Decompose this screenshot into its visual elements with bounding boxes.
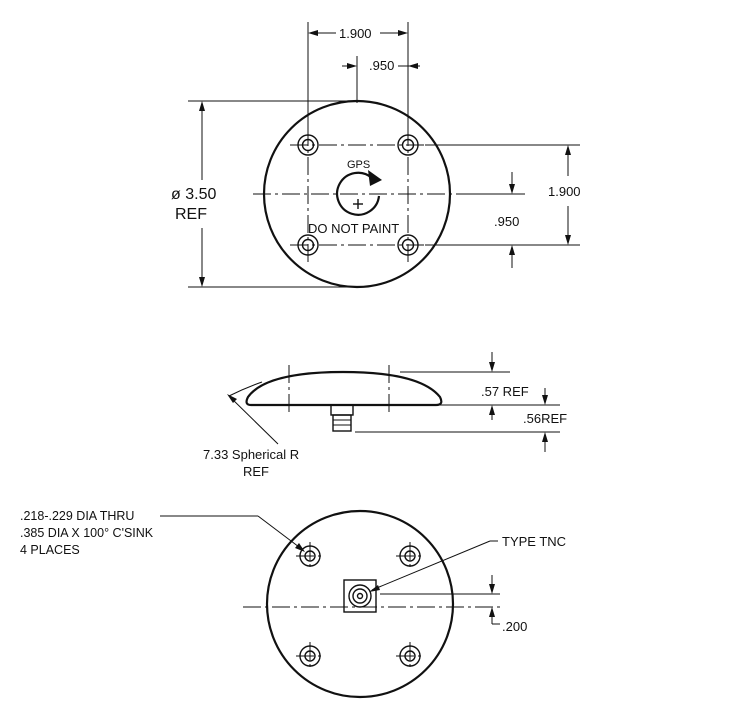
dim-arrow xyxy=(489,405,495,415)
dim-radius-line1: 7.33 Spherical R xyxy=(203,447,299,462)
dim-arrow xyxy=(489,584,495,594)
bottom-view-hole-top-right xyxy=(396,542,424,570)
dim-arrow xyxy=(295,543,305,552)
dim-arrow xyxy=(489,607,495,617)
radius-leader-arc xyxy=(228,381,263,397)
dim-side-height-top: .57 REF xyxy=(481,384,529,399)
dim-arrow xyxy=(408,63,418,69)
rotation-arrow-icon xyxy=(336,171,381,216)
dim-arrow xyxy=(369,585,380,592)
hole-note-line2: .385 DIA X 100° C'SINK xyxy=(20,526,154,540)
hole-note-line1: .218-.229 DIA THRU xyxy=(20,509,134,523)
dim-arrow xyxy=(199,277,205,287)
radius-leader xyxy=(228,395,279,445)
label-type-tnc: TYPE TNC xyxy=(502,534,566,549)
top-view-hole-bottom-right xyxy=(397,234,419,256)
bottom-view: .218-.229 DIA THRU .385 DIA X 100° C'SIN… xyxy=(20,509,566,699)
dim-arrow xyxy=(398,30,408,36)
hole-note-leader-diag xyxy=(257,515,304,551)
bottom-view-outline xyxy=(265,509,455,699)
hole-note-line3: 4 PLACES xyxy=(20,543,80,557)
top-view-hole-top-right xyxy=(397,134,419,156)
dim-arrow xyxy=(542,395,548,405)
bottom-view-hole-top-left xyxy=(296,542,324,570)
tnc-connector-icon xyxy=(343,579,377,613)
dim-right-height-half: .950 xyxy=(494,214,519,229)
dim-top-width-half: .950 xyxy=(369,58,394,73)
bottom-view-hole-bottom-right xyxy=(396,642,424,670)
dim-arrow xyxy=(565,145,571,155)
dim-arrow xyxy=(347,63,357,69)
dim-arrow xyxy=(489,362,495,372)
dim-arrow xyxy=(509,245,515,255)
rotation-arrowhead-icon xyxy=(368,170,382,186)
dim-radius-line2: REF xyxy=(243,464,269,479)
dim-diameter-line2: REF xyxy=(175,206,207,223)
bottom-view-hole-bottom-left xyxy=(296,642,324,670)
dim-side-height-bottom: .56REF xyxy=(523,411,567,426)
tnc-leader-diag xyxy=(371,540,491,591)
dim-arrow xyxy=(227,394,237,403)
dim-top-width-outer: 1.900 xyxy=(339,26,372,41)
side-view-connector xyxy=(330,404,354,416)
side-view: .57 REF .56REF 7.33 Spherical R REF xyxy=(203,352,567,479)
dim-arrow xyxy=(565,235,571,245)
dim-arrow xyxy=(308,30,318,36)
top-view: GPS DO NOT PAINT 1.900 .950 ø 3.50 REF xyxy=(171,22,581,289)
side-view-connector-body xyxy=(332,414,352,432)
dim-arrow xyxy=(509,184,515,194)
dim-diameter-line1: ø 3.50 xyxy=(171,186,216,203)
dim-bottom-offset: .200 xyxy=(502,619,527,634)
label-gps: GPS xyxy=(347,159,370,171)
dim-arrow xyxy=(542,432,548,442)
dim-arrow xyxy=(199,101,205,111)
side-view-profile xyxy=(245,370,443,407)
label-do-not-paint: DO NOT PAINT xyxy=(308,221,399,236)
top-view-hole-bottom-left xyxy=(297,234,319,256)
top-view-hole-top-left xyxy=(297,134,319,156)
dim-right-height-outer: 1.900 xyxy=(548,184,581,199)
